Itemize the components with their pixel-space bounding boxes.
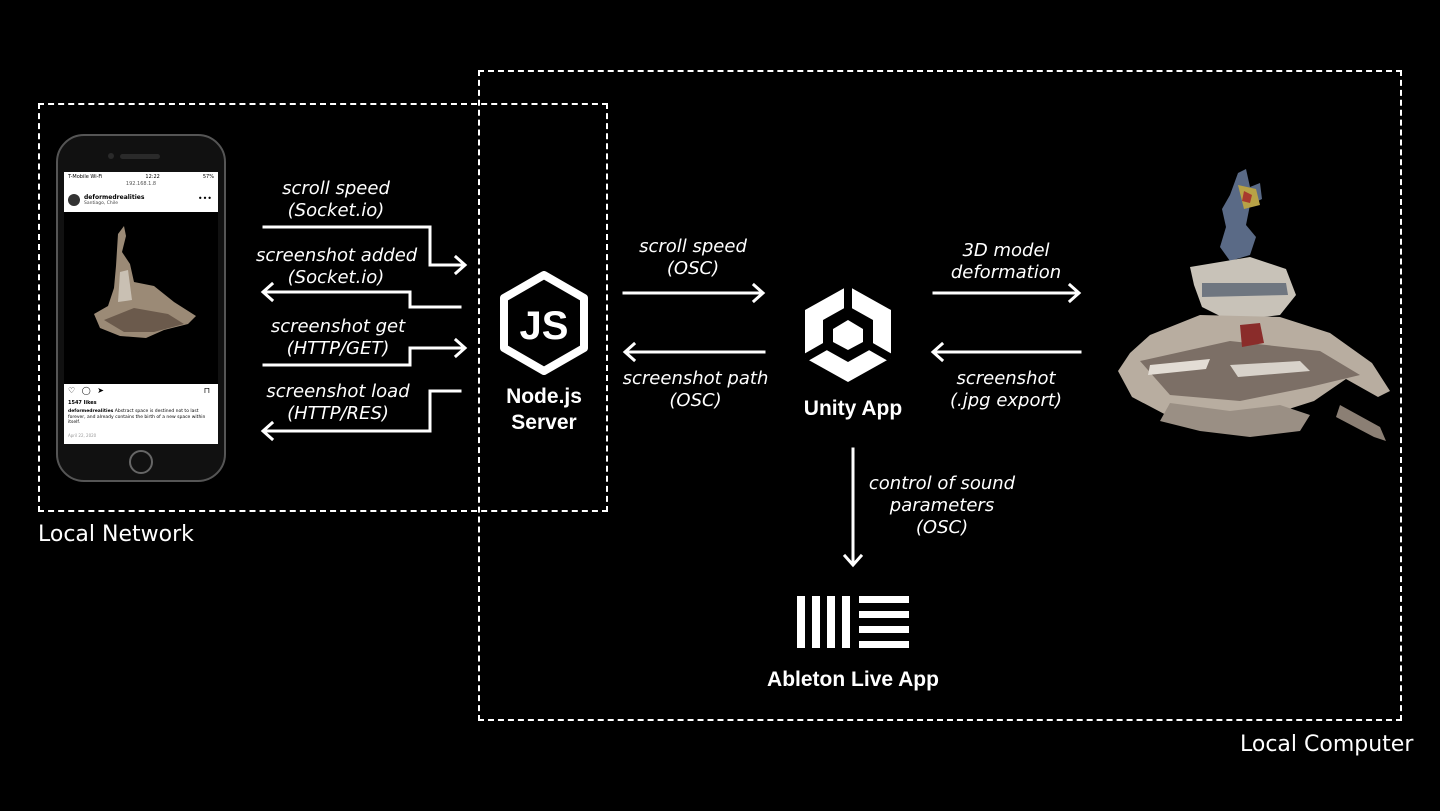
caption-text: Abstract space is destined not to last f… (68, 409, 206, 425)
label-screenshot-path: screenshot path(OSC) (622, 368, 769, 411)
arrow-scroll-speed-socket (262, 225, 466, 267)
deformed-3d-model-icon (1118, 169, 1390, 441)
server-title-line1: Node.js (506, 385, 582, 408)
ableton-title: Ableton Live App (767, 668, 939, 691)
likes-count: 1547 likes (68, 400, 97, 406)
battery-label: 57% (202, 174, 214, 180)
post-location: Santiago, Chile (84, 201, 118, 206)
ableton-icon (797, 596, 909, 648)
more-options-icon[interactable]: ••• (197, 194, 212, 203)
phone-mockup: T-Mobile Wi-Fi 12:22 57% 192.168.1.8 def… (56, 134, 226, 482)
post-username[interactable]: deformedrealities (84, 194, 145, 201)
post-photo (64, 212, 218, 384)
post-caption: deformedrealities Abstract space is dest… (68, 409, 208, 426)
label-screenshot-get: screenshot get(HTTP/GET) (270, 316, 406, 359)
server-title: Node.js Server (484, 384, 604, 436)
label-scroll-speed-socket: scroll speed(Socket.io) (282, 178, 390, 221)
share-icon[interactable]: ➤ (97, 386, 104, 395)
status-bar: T-Mobile Wi-Fi 12:22 57% (64, 172, 218, 186)
speaker-grille (120, 154, 160, 159)
label-screenshot-export: screenshot(.jpg export) (950, 368, 1062, 411)
nodejs-icon: JS (500, 271, 588, 375)
local-computer-label: Local Computer (1240, 732, 1414, 757)
local-computer-boundary (478, 70, 1402, 721)
svg-text:JS: JS (520, 304, 569, 348)
label-scroll-speed-osc: scroll speed(OSC) (639, 236, 747, 279)
avatar[interactable] (68, 194, 80, 206)
post-header: deformedrealities Santiago, Chile ••• (68, 192, 214, 208)
home-button[interactable] (129, 450, 153, 474)
carrier-label: T-Mobile Wi-Fi (68, 174, 103, 180)
sculpture-thumbnail-icon (94, 226, 196, 338)
bookmark-icon[interactable]: ⊓ (203, 386, 210, 395)
url-bar: 192.168.1.8 (125, 181, 157, 187)
arrow-screenshot-added (262, 290, 462, 309)
post-date: April 22, 2020 (68, 433, 97, 438)
camera-icon (108, 153, 114, 159)
heart-icon[interactable]: ♡ (68, 386, 76, 395)
server-title-line2: Server (511, 411, 577, 434)
unity-icon (803, 286, 893, 382)
label-screenshot-load: screenshot load(HTTP/RES) (266, 381, 410, 424)
unity-title: Unity App (803, 397, 903, 420)
phone-screen: T-Mobile Wi-Fi 12:22 57% 192.168.1.8 def… (64, 172, 218, 444)
arrow-screenshot-load (262, 389, 462, 433)
caption-username[interactable]: deformedrealities (68, 409, 114, 414)
local-network-boundary (38, 103, 608, 512)
arrow-screenshot-get (262, 346, 466, 367)
label-screenshot-added: screenshot added(Socket.io) (256, 245, 418, 288)
comment-icon[interactable]: ◯ (81, 386, 91, 395)
time-label: 12:22 (145, 174, 160, 180)
post-actions: ♡ ◯ ➤ ⊓ (68, 386, 214, 398)
local-network-label: Local Network (38, 522, 194, 547)
